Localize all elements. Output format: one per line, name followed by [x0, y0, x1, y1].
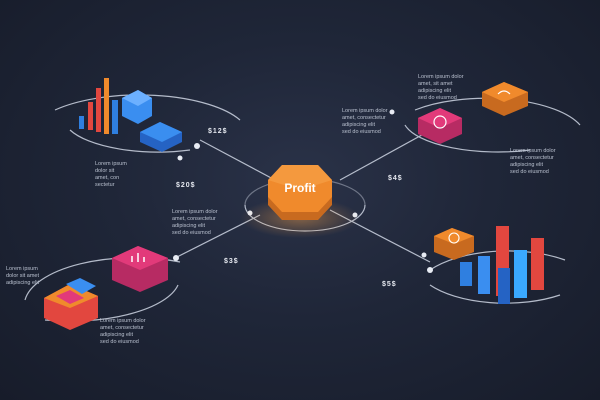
svg-text:adipiscing elit: adipiscing elit [100, 332, 133, 338]
svg-text:dolor sit amet: dolor sit amet [6, 273, 39, 279]
value-tag: $20$ [176, 182, 196, 189]
text-block-3: Lorem ipsum dolor amet, sit amet adipisc… [418, 74, 464, 101]
svg-text:sed do eiusmod: sed do eiusmod [100, 339, 139, 345]
svg-text:adipiscing elit: adipiscing elit [418, 88, 451, 94]
text-block-6: Lorem ipsum dolor sit amet adipiscing el… [6, 266, 39, 286]
text-block-4: Lorem ipsum dolor amet, consectetur adip… [510, 148, 556, 175]
svg-text:amet, consectetur: amet, consectetur [172, 216, 216, 222]
text-block-5: Lorem ipsum dolor amet, consectetur adip… [172, 209, 218, 236]
svg-text:adipiscing elit: adipiscing elit [172, 223, 205, 229]
svg-text:sed do eiusmod: sed do eiusmod [418, 95, 457, 101]
svg-text:Lorem ipsum dolor: Lorem ipsum dolor [418, 74, 464, 80]
text-block-1: Lorem ipsum dolor sit amet, con sectetur [95, 161, 127, 188]
svg-text:amet, consectetur: amet, consectetur [100, 325, 144, 331]
value-tag: $3$ [224, 258, 239, 265]
hand-money-icon [497, 90, 511, 95]
gauge-icon [448, 232, 460, 244]
node-bottom-right[interactable] [434, 226, 544, 304]
svg-text:amet, consectetur: amet, consectetur [510, 155, 554, 161]
node-bottom-left[interactable] [44, 246, 168, 330]
svg-text:Lorem ipsum dolor: Lorem ipsum dolor [172, 209, 218, 215]
svg-text:amet, con: amet, con [95, 175, 119, 181]
node-top-right[interactable] [418, 82, 528, 144]
svg-text:amet, consectetur: amet, consectetur [342, 115, 386, 121]
svg-text:amet, sit amet: amet, sit amet [418, 81, 453, 87]
hub-label: Profit [284, 181, 315, 195]
svg-text:Lorem ipsum dolor: Lorem ipsum dolor [342, 108, 388, 114]
svg-text:sed do eiusmod: sed do eiusmod [510, 169, 549, 175]
text-block-2: Lorem ipsum dolor amet, consectetur adip… [342, 108, 388, 135]
svg-text:adipiscing elit: adipiscing elit [510, 162, 543, 168]
svg-text:dolor sit: dolor sit [95, 168, 115, 174]
value-tag: $12$ [208, 128, 228, 135]
svg-text:Lorem ipsum: Lorem ipsum [6, 266, 38, 272]
svg-text:sed do eiusmod: sed do eiusmod [342, 129, 381, 135]
target-icon [433, 115, 447, 129]
svg-text:adipiscing elit: adipiscing elit [342, 122, 375, 128]
bar-chart-icon [96, 88, 101, 132]
svg-text:Lorem ipsum: Lorem ipsum [95, 161, 127, 167]
text-block-7: Lorem ipsum dolor amet, consectetur adip… [100, 318, 146, 345]
svg-text:Lorem ipsum dolor: Lorem ipsum dolor [100, 318, 146, 324]
svg-text:sectetur: sectetur [95, 182, 115, 188]
node-top-left[interactable] [79, 78, 182, 152]
svg-text:adipiscing elit: adipiscing elit [6, 280, 39, 286]
hub-node[interactable]: Profit [240, 165, 360, 238]
value-tag: $4$ [388, 175, 403, 182]
value-tag: $5$ [382, 281, 397, 288]
svg-text:sed do eiusmod: sed do eiusmod [172, 230, 211, 236]
svg-text:Lorem ipsum dolor: Lorem ipsum dolor [510, 148, 556, 154]
